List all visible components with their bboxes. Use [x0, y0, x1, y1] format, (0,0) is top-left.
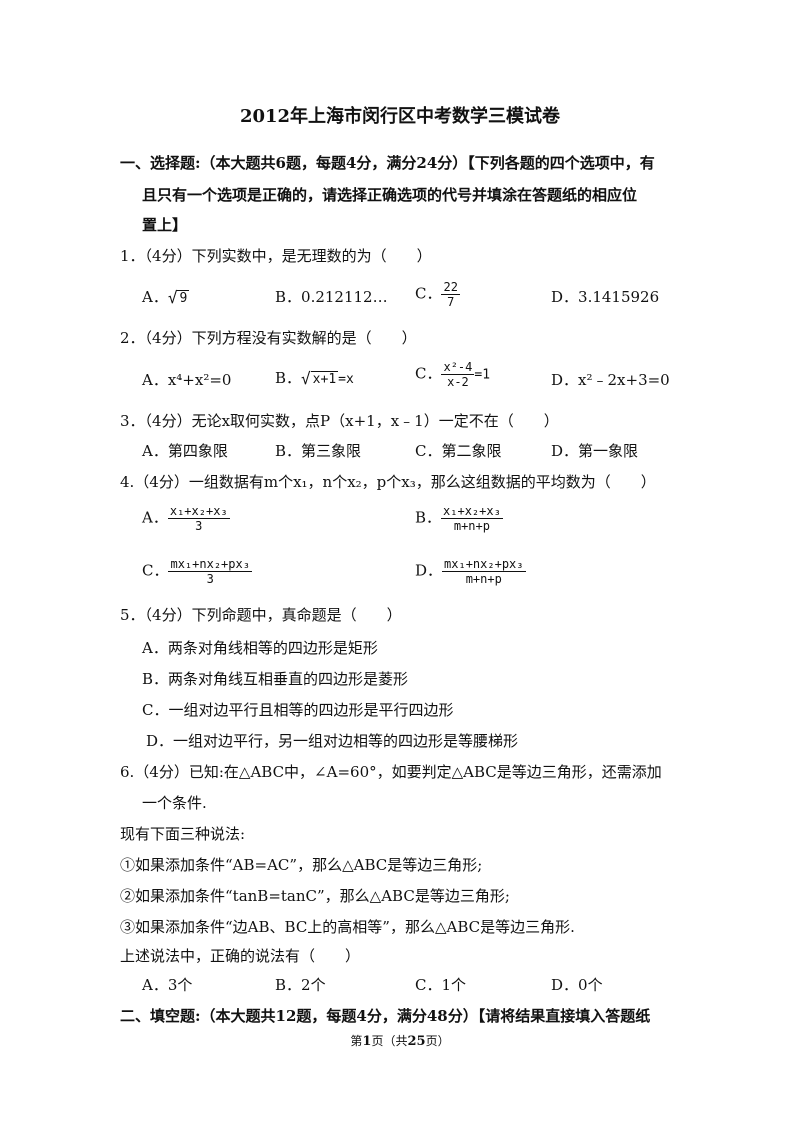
- q6-statement-2: ②如果添加条件“tanB=tanC”，那么△ABC是等边三角形;: [120, 887, 510, 905]
- page-title: 2012年上海市闵行区中考数学三模试卷: [239, 106, 561, 127]
- q4-stem: 4.（4分）一组数据有m个x₁，n个x₂，p个x₃，那么这组数据的平均数为（ ）: [120, 473, 656, 491]
- q1-c-numerator: 22: [441, 280, 460, 295]
- q4-b-label: B．: [415, 508, 442, 527]
- q4-d-numerator: mx₁+nx₂+px₃: [442, 557, 526, 572]
- section1-header-line2: 且只有一个选项是正确的，请选择正确选项的代号并填涂在答题纸的相应位: [142, 186, 638, 204]
- q3-option-a: A．第四象限: [142, 442, 228, 460]
- q5-stem: 5．（4分）下列命题中，真命题是（ ）: [120, 606, 402, 624]
- q2-b-radicand: x+1: [310, 371, 339, 387]
- q6-option-b: B．2个: [275, 976, 326, 994]
- footer-page-number: 1: [362, 1034, 372, 1049]
- q5-option-a: A．两条对角线相等的四边形是矩形: [142, 639, 378, 657]
- q2-b-sqrt: √x+1: [301, 369, 339, 388]
- q1-c-label: C．: [415, 284, 442, 303]
- q5-option-c: C．一组对边平行且相等的四边形是平行四边形: [142, 701, 454, 719]
- q6-option-c: C．1个: [415, 976, 467, 994]
- q1-option-b: B．0.212112…: [275, 288, 388, 306]
- q4-b-numerator: x₁+x₂+x₃: [441, 504, 503, 519]
- q6-option-a: A．3个: [142, 976, 193, 994]
- q3-option-c: C．第二象限: [415, 442, 502, 460]
- sqrt-icon: √: [301, 369, 311, 388]
- q6-statement-3: ③如果添加条件“边AB、BC上的高相等”，那么△ABC是等边三角形.: [120, 918, 575, 936]
- q2-c-numerator: x²-4: [441, 360, 475, 375]
- q6-intro: 现有下面三种说法:: [120, 825, 246, 843]
- q4-d-label: D．: [415, 561, 443, 580]
- q2-c-rhs: =1: [474, 367, 491, 383]
- q2-b-rhs: =x: [338, 372, 354, 387]
- q1-a-radicand: 9: [177, 290, 190, 306]
- q4-b-denominator: m+n+p: [453, 519, 490, 533]
- q2-option-d: D．x²﹣2x+3=0: [551, 371, 670, 389]
- q5-option-d: D．一组对边平行，另一组对边相等的四边形是等腰梯形: [146, 732, 519, 750]
- q6-question: 上述说法中，正确的说法有（ ）: [120, 947, 361, 965]
- footer-prefix: 第: [350, 1034, 363, 1048]
- q2-option-a: A．x⁴+x²=0: [142, 371, 232, 389]
- q1-option-d: D．3.1415926: [551, 288, 660, 306]
- q3-stem: 3．（4分）无论x取何实数，点P（x+1，x﹣1）一定不在（ ）: [120, 412, 559, 430]
- q5-option-b: B．两条对角线互相垂直的四边形是菱形: [142, 670, 409, 688]
- q1-stem: 1．（4分）下列实数中，是无理数的为（ ）: [120, 247, 432, 265]
- section1-header-line3: 置上】: [142, 216, 188, 234]
- q4-c-numerator: mx₁+nx₂+px₃: [168, 557, 252, 572]
- q4-a-denominator: 3: [195, 519, 203, 533]
- q2-b-label: B．: [275, 369, 302, 387]
- q2-c-denominator: x-2: [447, 375, 469, 389]
- q6-stem-line2: 一个条件.: [142, 794, 207, 812]
- page-footer: 第1页（共25页）: [0, 1032, 800, 1049]
- q1-a-sqrt: √9: [167, 288, 190, 307]
- q6-statement-1: ①如果添加条件“AB=AC”，那么△ABC是等边三角形;: [120, 856, 483, 874]
- section2-header-line1: 二、填空题:（本大题共12题，每题4分，满分48分）【请将结果直接填入答题纸: [120, 1007, 651, 1025]
- q4-a-numerator: x₁+x₂+x₃: [167, 504, 230, 519]
- q1-a-label: A．: [142, 288, 168, 306]
- q3-option-d: D．第一象限: [551, 442, 639, 460]
- q6-stem-line1: 6.（4分）已知:在△ABC中，∠A=60°，如要判定△ABC是等边三角形，还需…: [120, 763, 662, 781]
- q4-c-label: C．: [142, 561, 169, 580]
- q2-option-b: B．√x+1=x: [275, 367, 354, 391]
- q2-stem: 2．（4分）下列方程没有实数解的是（ ）: [120, 329, 417, 347]
- section1-header-line1: 一、选择题:（本大题共6题，每题4分，满分24分）【下列各题的四个选项中，有: [120, 154, 655, 172]
- q6-option-d: D．0个: [551, 976, 603, 994]
- q4-a-label: A．: [142, 508, 168, 527]
- q4-c-denominator: 3: [206, 572, 214, 586]
- footer-total-pages: 25: [407, 1034, 426, 1049]
- q3-option-b: B．第三象限: [275, 442, 362, 460]
- q2-c-label: C．: [415, 364, 442, 383]
- q1-c-denominator: 7: [447, 295, 455, 309]
- q4-d-denominator: m+n+p: [465, 572, 502, 586]
- footer-suffix: 页）: [425, 1034, 450, 1048]
- q1-option-a: A．√9: [142, 286, 190, 308]
- footer-middle: 页（共: [371, 1034, 408, 1048]
- sqrt-icon: √: [167, 288, 178, 307]
